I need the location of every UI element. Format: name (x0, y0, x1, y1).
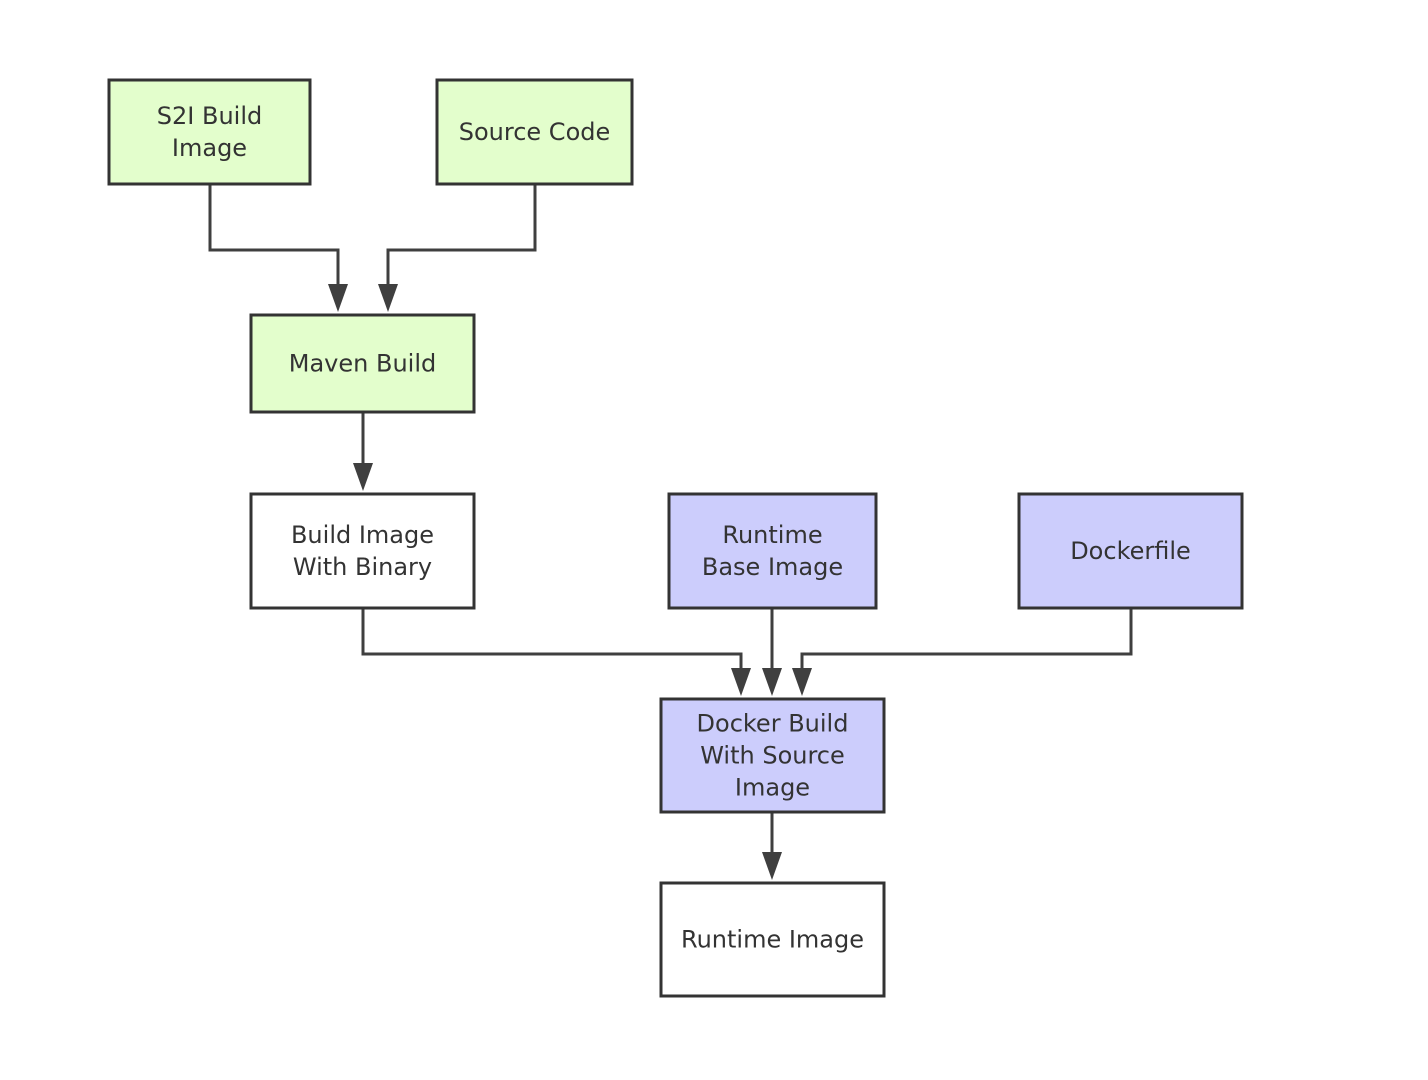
node-label-line: Image (172, 134, 247, 162)
edge-dockerfile-to-docker-build-with-source-image (792, 608, 1133, 696)
arrow-head (731, 668, 751, 696)
node-label-line: Runtime Image (681, 926, 864, 954)
node-label-line: Build Image (291, 521, 434, 549)
node-box (435, 78, 634, 186)
edge-maven-build-to-build-image-with-binary (353, 412, 373, 491)
edge-line (800, 608, 1133, 676)
edge-runtime-base-image-to-docker-build-with-source-image (762, 608, 782, 696)
edges-layer (208, 184, 1133, 880)
edge-build-image-with-binary-to-docker-build-with-source-image (361, 608, 751, 696)
node-maven-build: Maven Build (249, 313, 476, 414)
node-box (107, 78, 312, 186)
node-box (659, 697, 886, 814)
node-box (659, 881, 886, 998)
node-label-line: Source Code (459, 118, 611, 146)
node-label-line: Base Image (702, 553, 843, 581)
edge-docker-build-with-source-image-to-runtime-image (762, 812, 782, 880)
node-box (667, 492, 878, 610)
edge-source-code-to-maven-build (378, 184, 537, 312)
node-box (249, 492, 476, 610)
node-label-line: With Source (700, 742, 845, 770)
node-label-line: Maven Build (289, 350, 436, 378)
arrow-head (328, 284, 348, 312)
node-source-code: Source Code (435, 78, 634, 186)
arrow-head (762, 852, 782, 880)
node-label-line: Docker Build (697, 710, 849, 738)
node-label-line: S2I Build (157, 102, 262, 130)
edge-line (361, 608, 743, 676)
arrow-head (378, 284, 398, 312)
node-label-line: With Binary (293, 553, 432, 581)
node-box (249, 313, 476, 414)
edge-line (208, 184, 340, 292)
arrow-head (353, 463, 373, 491)
node-box (1017, 492, 1244, 610)
arrow-head (762, 668, 782, 696)
node-label-line: Runtime (722, 521, 822, 549)
node-runtime-image: Runtime Image (659, 881, 886, 998)
node-label-line: Dockerfile (1070, 537, 1191, 565)
edge-s2i-build-image-to-maven-build (208, 184, 348, 312)
edge-line (386, 184, 537, 292)
node-dockerfile: Dockerfile (1017, 492, 1244, 610)
node-label-line: Image (735, 774, 810, 802)
arrow-head (792, 668, 812, 696)
